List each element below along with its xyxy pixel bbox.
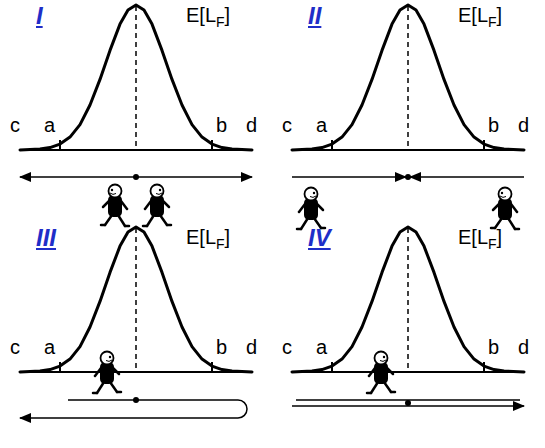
panel-number: III [36,224,56,252]
point-label: d [518,336,529,359]
panel-number: I [36,2,43,30]
point-label: a [316,336,327,359]
panel-number: II [308,2,321,30]
point-label: b [216,114,227,137]
point-label: c [282,336,292,359]
expectation-label: E[L [186,226,216,249]
subscript-label: F [216,236,225,252]
point-label: c [10,336,20,359]
point-label: c [10,114,20,137]
point-label: a [316,114,327,137]
point-label: b [216,336,227,359]
point-label: a [44,114,55,137]
panel-number: IV [308,224,331,252]
expectation-label: E[L [458,4,488,27]
subscript-label: F [488,14,497,30]
bracket-label: ] [497,226,503,249]
point-label: a [44,336,55,359]
point-label: b [488,336,499,359]
subscript-label: F [488,236,497,252]
bracket-label: ] [497,4,503,27]
point-label: d [518,114,529,137]
point-label: c [282,114,292,137]
expectation-label: E[L [186,4,216,27]
expectation-label: E[L [458,226,488,249]
bracket-label: ] [225,226,231,249]
point-label: b [488,114,499,137]
point-label: d [246,336,257,359]
point-label: d [246,114,257,137]
subscript-label: F [216,14,225,30]
bracket-label: ] [225,4,231,27]
